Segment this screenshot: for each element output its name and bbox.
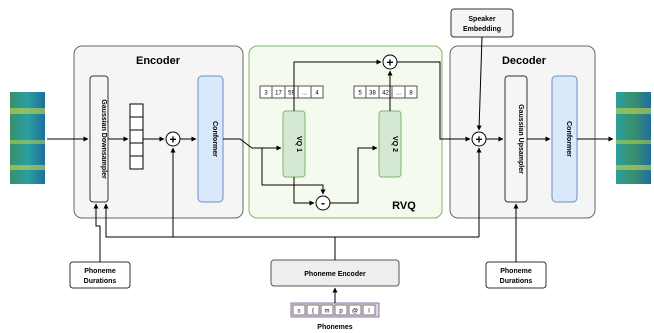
input-spectrogram (10, 92, 45, 184)
latent-stack (129, 103, 144, 170)
svg-text:l: l (368, 309, 369, 315)
vq1-label: VQ 1 (295, 136, 302, 152)
svg-text:s: s (298, 309, 301, 315)
gaussian-upsampler-label: Gaussian Upsampler (517, 104, 524, 174)
output-spectrogram (616, 92, 651, 184)
svg-text:{: { (312, 309, 314, 315)
phoneme-durations-right-line1: Phoneme (500, 268, 532, 275)
codebook-indices-1: 3 17 59 ... 4 (259, 85, 324, 99)
encoder-title: Encoder (136, 55, 181, 67)
encoder-sum-operator: + (165, 131, 181, 147)
svg-text:m: m (325, 309, 330, 315)
rvq-sum-operator: + (382, 54, 398, 70)
rvq-panel (248, 45, 443, 219)
svg-text:+: + (169, 133, 176, 147)
codebook-indices-2: 5 38 42 ... 8 (353, 85, 418, 99)
rvq-residual-operator: - (315, 195, 331, 211)
svg-text:42: 42 (382, 91, 389, 97)
svg-text:...: ... (396, 91, 401, 97)
svg-text:4: 4 (315, 91, 319, 97)
phoneme-durations-left-line2: Durations (84, 278, 117, 285)
vq2-label: VQ 2 (391, 136, 398, 152)
svg-text:38: 38 (369, 91, 376, 97)
phoneme-encoder-label: Phoneme Encoder (304, 271, 366, 278)
svg-text:+: + (386, 56, 393, 70)
speaker-embedding-line2: Embedding (463, 26, 501, 33)
svg-text:-: - (321, 196, 325, 210)
svg-text:17: 17 (275, 91, 282, 97)
svg-text:...: ... (302, 91, 307, 97)
svg-text:5: 5 (358, 91, 362, 97)
encoder-conformer-label: Conformer (211, 121, 218, 157)
decoder-title: Decoder (502, 55, 547, 67)
svg-text:3: 3 (264, 91, 268, 97)
connectors (47, 36, 614, 303)
svg-text:p: p (339, 309, 343, 315)
svg-text:59: 59 (288, 91, 295, 97)
phonemes-label: Phonemes (317, 324, 353, 331)
speaker-embedding-line1: Speaker (468, 16, 496, 23)
gaussian-downsampler-label: Gaussian Downsampler (100, 99, 107, 179)
phoneme-durations-left-line1: Phoneme (84, 268, 116, 275)
decoder-conformer-box (551, 75, 578, 203)
svg-text:8: 8 (409, 91, 413, 97)
decoder-sum-operator: + (471, 131, 487, 147)
decoder-conformer-label: Conformer (565, 121, 572, 157)
phoneme-tokens: s { m p @ l (290, 302, 380, 318)
svg-text:+: + (475, 133, 482, 147)
svg-text:@: @ (352, 309, 358, 315)
phoneme-durations-right-line2: Durations (500, 278, 533, 285)
rvq-title: RVQ (392, 200, 416, 212)
encoder-conformer-box (197, 75, 224, 203)
